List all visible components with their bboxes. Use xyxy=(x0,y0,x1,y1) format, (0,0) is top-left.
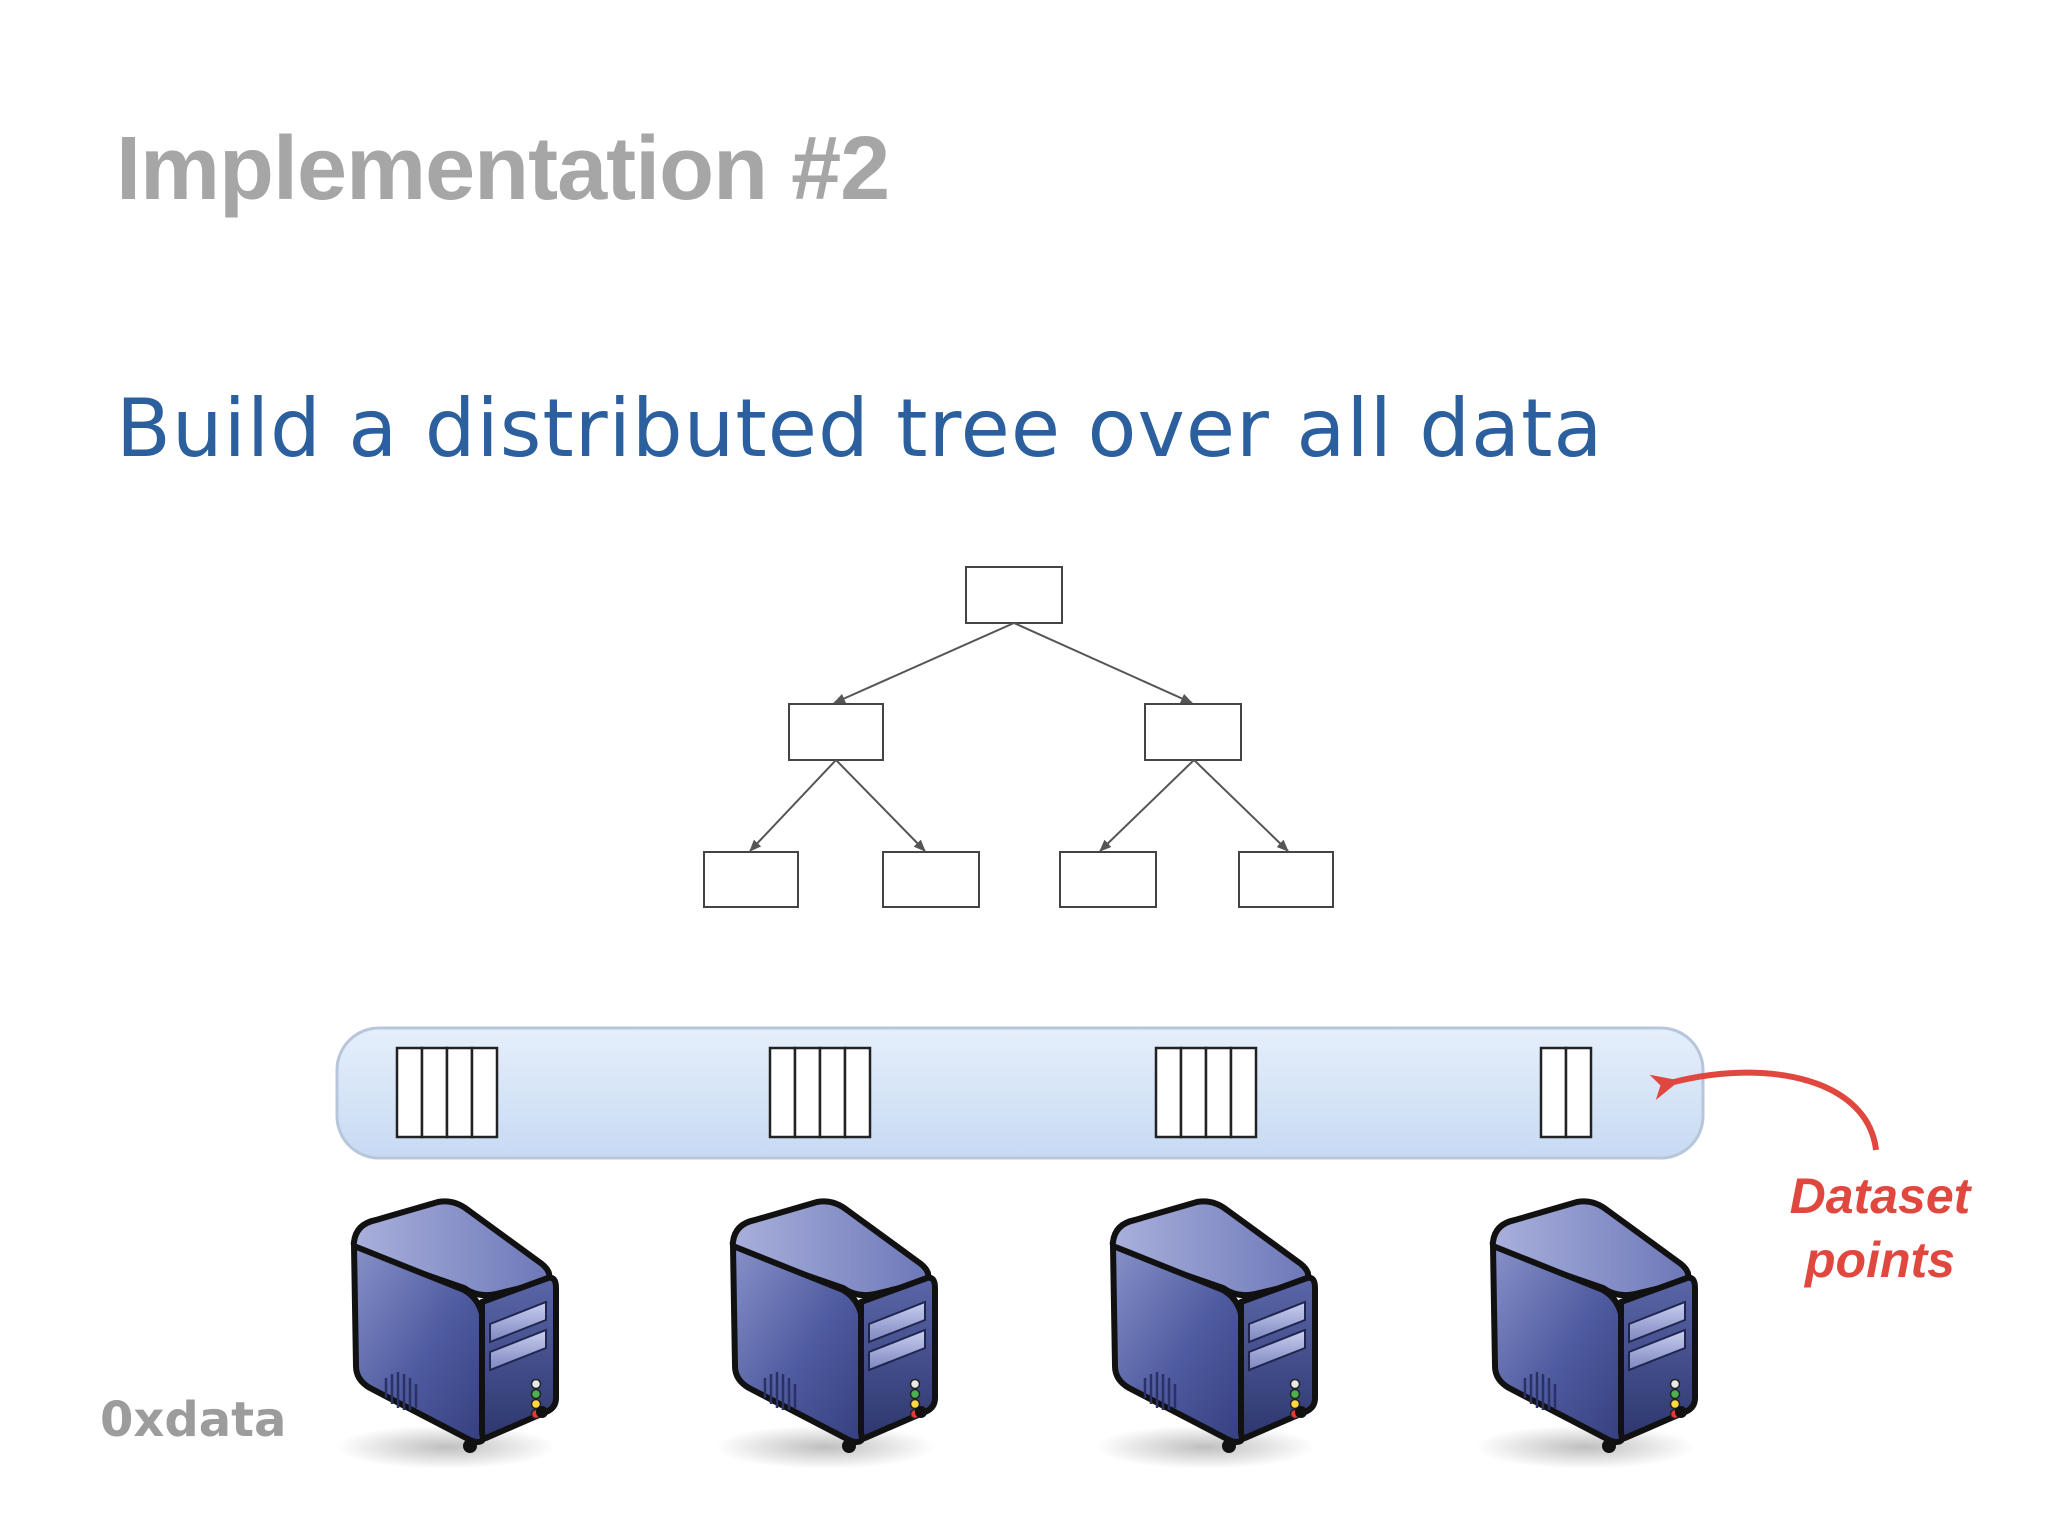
slide-subtitle: Build a distributed tree over all data xyxy=(116,382,1604,475)
tree-node-leaf xyxy=(882,851,980,908)
tree-edge xyxy=(1193,759,1289,852)
tree-edge xyxy=(1099,759,1195,852)
tree-node-leaf xyxy=(1059,851,1157,908)
partition-column xyxy=(818,1046,847,1139)
partition-column xyxy=(395,1046,424,1139)
tree-edge xyxy=(833,622,1015,704)
partition-column xyxy=(1179,1046,1208,1139)
callout-arrow xyxy=(1649,1069,1879,1151)
callout-line: Dataset xyxy=(1789,1168,1971,1224)
partition-column xyxy=(768,1046,797,1139)
callout-label: Dataset points xyxy=(1740,1164,2020,1292)
tree-node-root xyxy=(965,566,1063,624)
partition-column xyxy=(1564,1046,1593,1139)
server-icon xyxy=(715,1201,935,1469)
tree-node-leaf xyxy=(703,851,799,908)
slide-title: Implementation #2 xyxy=(116,119,890,219)
tree-node-leaf xyxy=(1238,851,1334,908)
partition-column xyxy=(1204,1046,1233,1139)
dataset-band xyxy=(335,1026,1705,1160)
server-icon xyxy=(1095,1201,1315,1469)
logo: 0xdata xyxy=(100,1392,287,1448)
tree-node-level1-right xyxy=(1144,703,1242,761)
tree-node-level1-left xyxy=(788,703,884,761)
partition-column xyxy=(793,1046,822,1139)
partition-column xyxy=(843,1046,872,1139)
callout-line: points xyxy=(1805,1232,1955,1288)
partition-column xyxy=(420,1046,449,1139)
partition-column xyxy=(1154,1046,1183,1139)
server-icon xyxy=(1475,1201,1695,1469)
tree-edge xyxy=(835,759,926,852)
partition-column xyxy=(470,1046,499,1139)
partition-column xyxy=(1229,1046,1258,1139)
partition-column xyxy=(1539,1046,1568,1139)
tree-edge xyxy=(1013,622,1193,704)
tree-edge xyxy=(749,759,837,852)
server-icon xyxy=(336,1201,556,1469)
partition-column xyxy=(445,1046,474,1139)
